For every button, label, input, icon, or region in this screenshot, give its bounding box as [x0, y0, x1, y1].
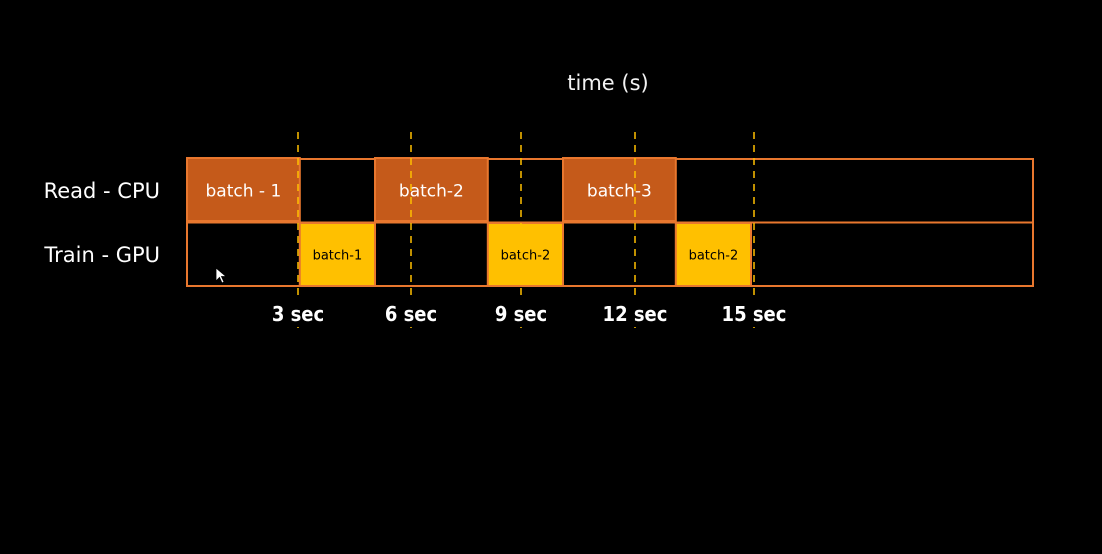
batch-block-label: batch-2	[689, 249, 739, 264]
gpu-batch-block: batch-2	[674, 222, 752, 287]
batch-block-label: batch-3	[587, 182, 652, 202]
time-ticks: 3 sec 6 sec 9 sec 12 sec 15 sec	[268, 132, 790, 328]
cpu-batch-block: batch-3	[562, 157, 677, 222]
batch-block-rect	[298, 222, 376, 287]
time-tick-label: 9 sec	[495, 302, 547, 326]
row-label-train-gpu: Train - GPU	[43, 243, 160, 267]
tick-label-backdrop	[381, 300, 441, 326]
gpu-batch-block: batch-2	[486, 222, 564, 287]
batch-block-label: batch-2	[501, 249, 551, 264]
batch-block-rect	[186, 157, 301, 222]
cpu-batch-block: batch-2	[374, 157, 489, 222]
batch-block-rect	[374, 157, 489, 222]
tick-label-backdrop	[718, 300, 790, 326]
gpu-batch-block: batch-1	[298, 222, 376, 287]
batch-block-label: batch-2	[399, 182, 464, 202]
batch-block-rect	[486, 222, 564, 287]
cpu-batch-block: batch - 1	[186, 157, 301, 222]
mouse-cursor-icon	[215, 267, 228, 284]
batch-blocks: batch - 1 batch-2 batch-3 batch-1 batch-2 bat…	[186, 157, 752, 287]
time-tick-label: 15 sec	[722, 302, 787, 326]
time-tick-label: 6 sec	[385, 302, 437, 326]
diagram-title: time (s)	[567, 71, 648, 95]
batch-block-rect	[562, 157, 677, 222]
batch-block-label: batch - 1	[206, 182, 282, 202]
tick-label-backdrop	[268, 300, 328, 326]
time-tick-label: 3 sec	[272, 302, 324, 326]
tick-label-backdrop	[491, 300, 551, 326]
tick-label-backdrop	[599, 300, 671, 326]
time-tick-label: 12 sec	[603, 302, 668, 326]
batch-block-rect	[674, 222, 752, 287]
batch-block-label: batch-1	[313, 249, 363, 264]
row-label-read-cpu: Read - CPU	[44, 179, 160, 203]
